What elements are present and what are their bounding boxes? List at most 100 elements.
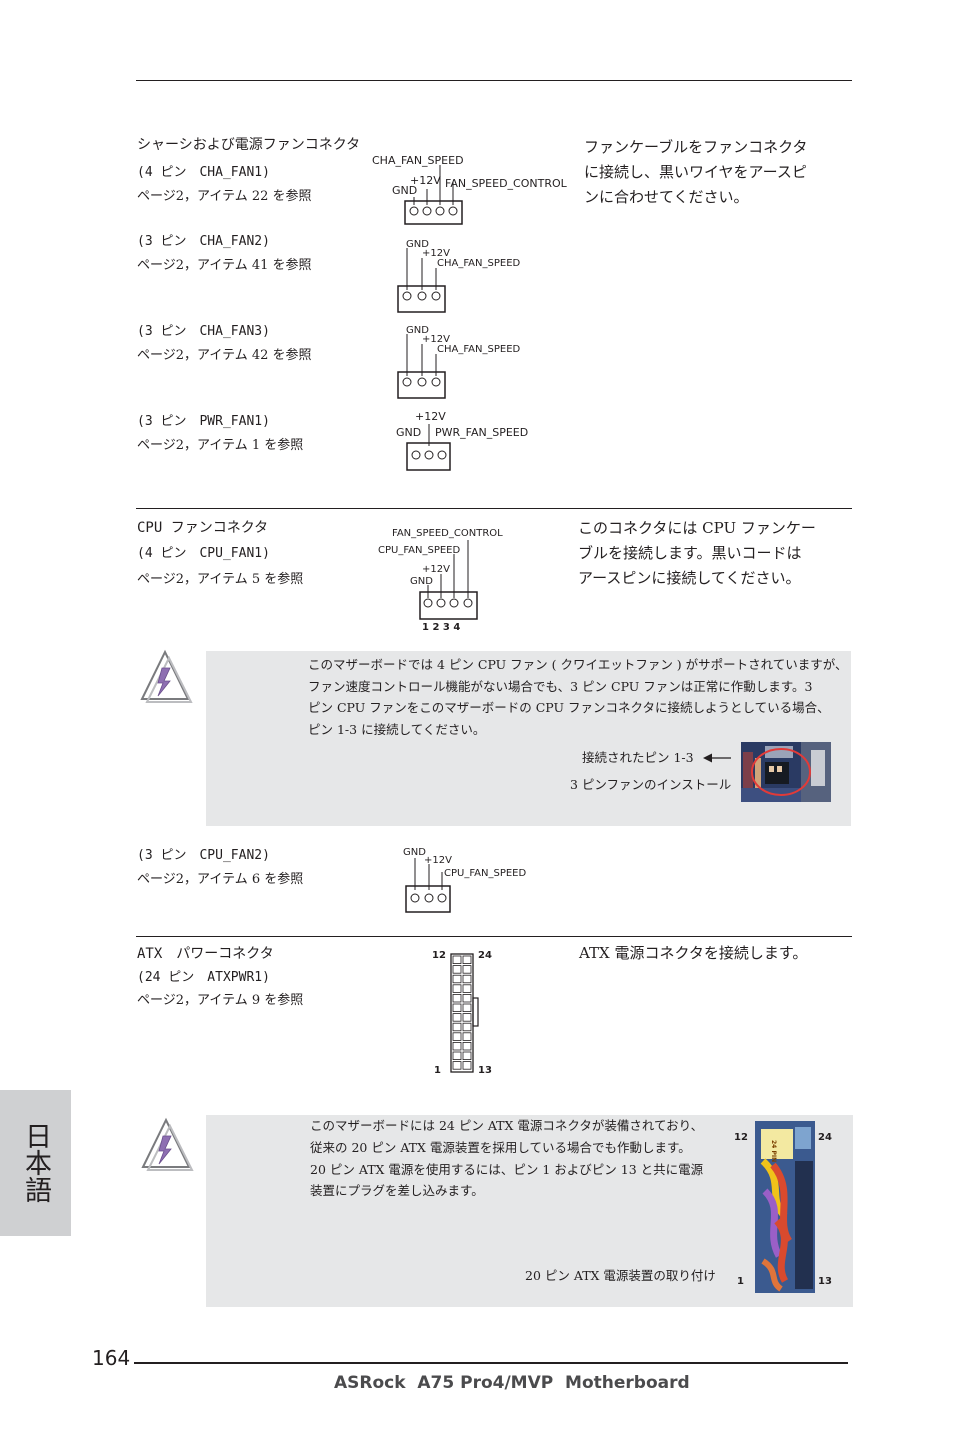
cpu-fan1-connector-diagram <box>419 540 478 620</box>
atx-pin <box>462 965 472 974</box>
atx-note-line-4: 装置にプラグを差し込みます。 <box>310 1183 484 1198</box>
atx-install-caption: 20 ピン ATX 電源装置の取り付け <box>525 1268 716 1283</box>
atx-pin <box>452 1013 462 1022</box>
pwr-fan1-connector-diagram <box>406 424 451 471</box>
product-name: ASRock A75 Pro4/MVP Motherboard <box>334 1373 690 1393</box>
cha-fan1-speed-label: CHA_FAN_SPEED <box>372 154 464 167</box>
cpu-fan-note-line-2: ファン速度コントロール機能がない場合でも、3 ピン CPU ファンは正常に作動し… <box>308 679 813 694</box>
atx-pin <box>452 1003 462 1012</box>
cpu-fan-note-line-1: このマザーボードでは 4 ピン CPU ファン ( クワイエットファン ) がサ… <box>308 657 848 672</box>
cha-fan1-ref: ページ2，アイテム 22 を参照 <box>137 189 312 204</box>
atx-description: ATX 電源コネクタを接続します。 <box>579 944 808 962</box>
atx-photo-label-24: 24 <box>818 1132 832 1143</box>
atx-pin <box>462 994 472 1003</box>
cha-fan1-gnd-label: GND <box>392 184 418 197</box>
cpu-fan-note-line-3: ピン CPU ファンをこのマザーボードの CPU ファンコネクタに接続しようとし… <box>308 700 830 715</box>
cha-fan3-ref: ページ2，アイテム 42 を参照 <box>137 348 312 363</box>
atx-photo-label-12: 12 <box>734 1132 748 1143</box>
cha-fan1-control-label: FAN_SPEED_CONTROL <box>445 177 567 190</box>
atx-photo-label-1: 1 <box>737 1276 744 1287</box>
section-rule-cpu <box>136 508 852 509</box>
atx-pin <box>452 1051 462 1060</box>
cha-fan3-12v-label: +12V <box>422 334 450 345</box>
pwr-fan1-speed-label: PWR_FAN_SPEED <box>435 426 529 439</box>
cpu-fan1-ref: ページ2，アイテム 5 を参照 <box>137 572 304 587</box>
footer-rule <box>134 1362 848 1364</box>
cha-fan2-12v-label: +12V <box>422 248 450 259</box>
cpu-fan1-speed-label: CPU_FAN_SPEED <box>378 545 461 556</box>
cpu-fan1-12v-label: +12V <box>422 564 450 575</box>
cha-fan-title: シャーシおよび電源ファンコネクタ <box>137 137 361 153</box>
atx-pin <box>452 965 462 974</box>
atx-pin <box>462 1061 472 1070</box>
atx-pin <box>462 1022 472 1032</box>
header-rule <box>136 80 852 81</box>
pwr-fan1-pins: (3 ピン PWR_FAN1) <box>137 414 270 429</box>
atx-pin-label-13: 13 <box>478 1065 492 1076</box>
atx-pin <box>462 955 472 964</box>
cha-fan3-connector-diagram <box>397 334 446 399</box>
cpu-fan2-pins: (3 ピン CPU_FAN2) <box>137 848 270 863</box>
atx-note-box <box>206 1115 853 1307</box>
atx-pin <box>462 1003 472 1012</box>
atx-pins: (24 ピン ATXPWR1) <box>137 970 270 985</box>
cpu-fan-title: CPU ファンコネクタ <box>137 520 269 536</box>
cha-fan2-pins: (3 ピン CHA_FAN2) <box>137 234 270 249</box>
page-number: 164 <box>92 1346 131 1370</box>
cha-fan2-connector-diagram <box>397 248 446 313</box>
atx-pin <box>462 1051 472 1060</box>
warning-icon <box>140 649 193 703</box>
atx-pin <box>452 955 462 964</box>
atx-pin <box>462 1013 472 1022</box>
cpu-fan2-gnd-label: GND <box>403 847 426 858</box>
cha-fan3-gnd-label: GND <box>406 325 429 336</box>
atx-pin <box>452 1022 462 1032</box>
cha-fan1-12v-label: +12V <box>410 174 441 187</box>
language-tab: 日本語 <box>0 1090 71 1236</box>
atx-install-photo <box>755 1121 815 1293</box>
cpu-fan2-12v-label: +12V <box>424 855 452 866</box>
arrow-left-icon <box>703 753 731 763</box>
cpu-fan1-pins: (4 ピン CPU_FAN1) <box>137 546 270 561</box>
atx-title: ATX パワーコネクタ <box>137 946 274 962</box>
atx-note-line-1: このマザーボードには 24 ピン ATX 電源コネクタが装備されており、 <box>310 1118 704 1133</box>
cha-fan1-connector-diagram <box>404 165 463 225</box>
cha-fan1-pins: (4 ピン CHA_FAN1) <box>137 165 270 180</box>
cpu-fan2-speed-label: CPU_FAN_SPEED <box>444 868 527 879</box>
pwr-fan1-gnd-label: GND <box>396 426 422 439</box>
atx-ref: ページ2，アイテム 9 を参照 <box>137 993 304 1008</box>
cha-fan2-gnd-label: GND <box>406 239 429 250</box>
atx-pin <box>452 1042 462 1051</box>
atx-pin <box>452 1032 462 1041</box>
cpu-fan1-control-label: FAN_SPEED_CONTROL <box>392 528 503 539</box>
cha-fan3-speed-label: CHA_FAN_SPEED <box>437 344 521 355</box>
atx-pin <box>462 984 472 993</box>
cpu-fan1-pin-numbers: 1 2 3 4 <box>422 622 461 633</box>
cha-fan3-pins: (3 ピン CHA_FAN3) <box>137 324 270 339</box>
warning-icon <box>141 1117 194 1171</box>
atx-pin <box>452 974 462 984</box>
cha-fan2-ref: ページ2，アイテム 41 を参照 <box>137 258 312 273</box>
atx-pin <box>462 1032 472 1041</box>
cpu-fan1-gnd-label: GND <box>410 576 433 587</box>
three-pin-install-caption: 3 ピンファンのインストール <box>570 777 732 792</box>
pwr-fan1-ref: ページ2，アイテム 1 を参照 <box>137 438 304 453</box>
atx-pin <box>452 984 462 993</box>
atx-pin-label-12: 12 <box>432 950 446 961</box>
cha-fan-description-line-1: ファンケーブルをファンコネクタ <box>584 138 808 156</box>
atx-photo-label-13: 13 <box>818 1276 832 1287</box>
cpu-fan-description-line-3: アースピンに接続してください。 <box>578 569 801 587</box>
cpu-fan-description-line-2: ブルを接続します。黒いコードは <box>578 544 802 562</box>
atx-pin-label-1: 1 <box>434 1065 441 1076</box>
cpu-fan2-ref: ページ2，アイテム 6 を参照 <box>137 872 304 887</box>
cha-fan-description-line-2: に接続し、黒いワイヤをアースピ <box>584 163 807 181</box>
section-rule-atx <box>136 936 852 937</box>
language-tab-label: 日本語 <box>20 1122 51 1203</box>
atx-note-line-2: 従来の 20 ピン ATX 電源装置を採用している場合でも作動します。 <box>310 1140 691 1155</box>
cpu-fan-description-line-1: このコネクタには CPU ファンケー <box>578 519 816 537</box>
atx-pin-label-24: 24 <box>478 950 492 961</box>
cha-fan2-speed-label: CHA_FAN_SPEED <box>437 258 521 269</box>
atx-photo-connector-text: 24 PIN <box>770 1140 777 1163</box>
cha-fan-description-line-3: ンに合わせてください。 <box>584 188 749 206</box>
atx-pin <box>452 994 462 1003</box>
